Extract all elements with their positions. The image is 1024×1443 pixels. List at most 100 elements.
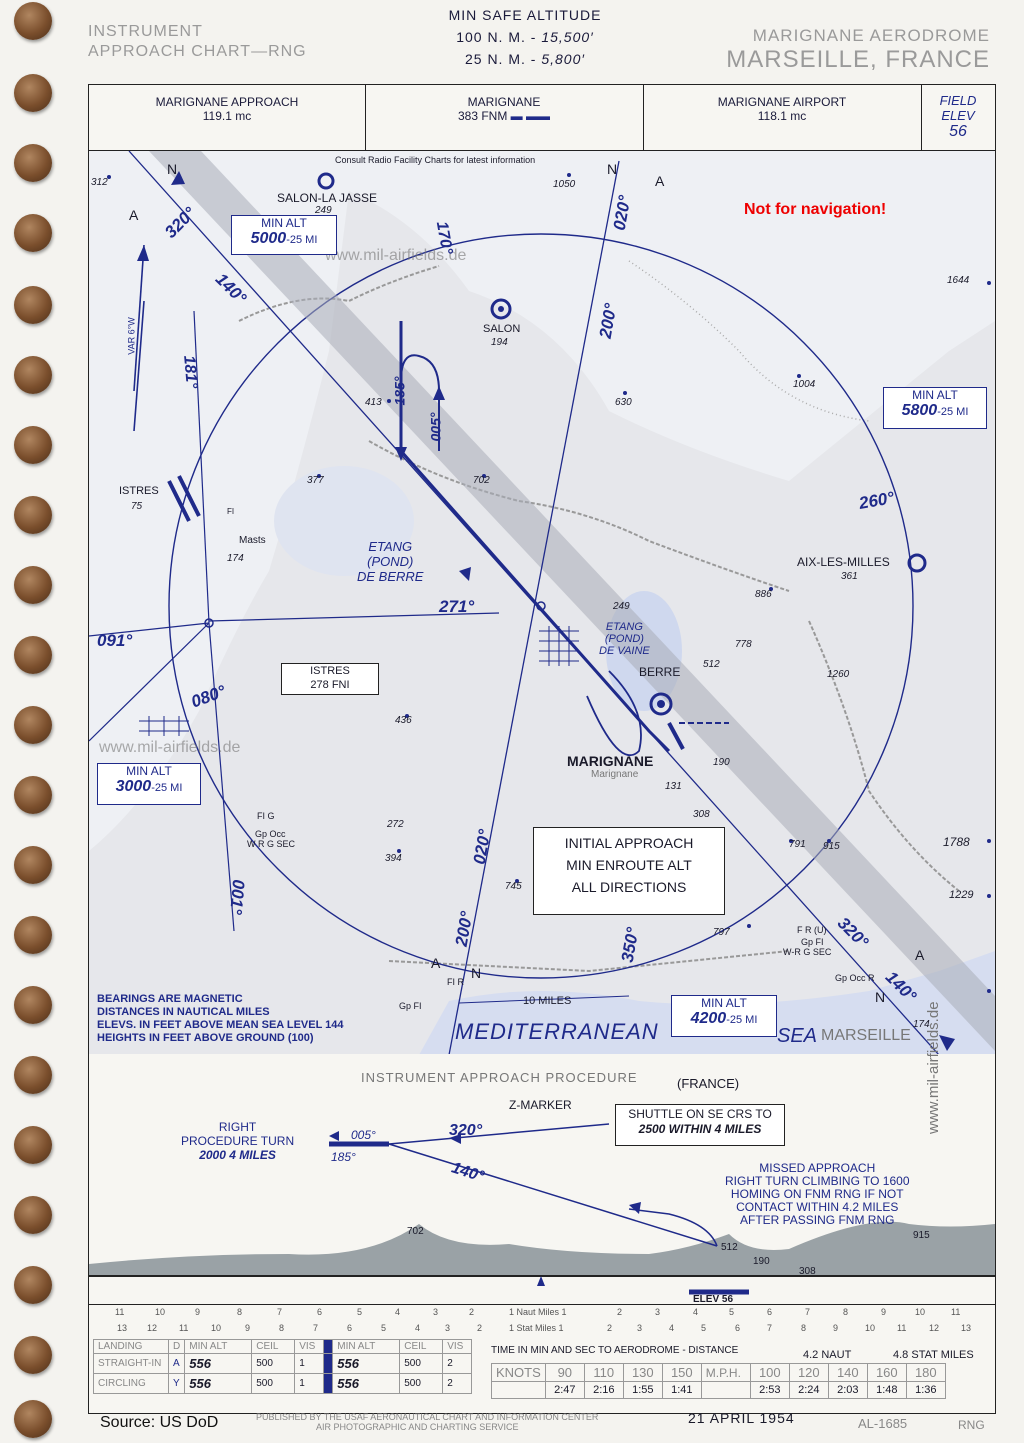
scale-tick: 1 Naut Miles 1 <box>509 1307 567 1317</box>
min-alt-value: 5000 <box>250 230 287 247</box>
min-alt-value: 5800 <box>901 402 938 419</box>
light-label: FI G <box>257 811 275 821</box>
road <box>808 620 960 892</box>
salon-jasse-elev: 249 <box>315 205 332 216</box>
profile-course-320: 320° <box>449 1122 483 1139</box>
minima-header-row: LANDING D MIN ALT CEIL VIS MIN ALT CEIL … <box>93 1339 473 1354</box>
missed-line: HOMING ON FNM RNG IF NOT <box>730 1187 904 1201</box>
z-marker-icon <box>536 601 546 611</box>
field-elev-value: 56 <box>949 123 967 140</box>
leg-a-label: A <box>129 207 139 223</box>
ten-mile-scale <box>458 995 630 1004</box>
chart-number: AL-1685 <box>858 1416 908 1431</box>
istres-radio-box: ISTRES 278 FNI <box>281 663 379 695</box>
watermark: www.mil-airfields.de <box>325 247 467 264</box>
minima-cell: 500 <box>399 1353 444 1374</box>
place-salon-la-jasse: SALON-LA JASSE <box>277 191 378 205</box>
place-aix-les-milles: AIX-LES-MILLES <box>797 555 890 569</box>
chart-type: INSTRUMENT APPROACH CHART—RNG <box>88 22 307 62</box>
binder-ring <box>14 1266 52 1304</box>
istres-runway-icon <box>167 480 191 522</box>
arrow-icon <box>395 447 407 461</box>
minima-cell: 1 <box>294 1353 325 1374</box>
binder-ring <box>14 1056 52 1094</box>
scale-tick: 9 <box>833 1323 839 1333</box>
istres-bearing-080 <box>89 622 210 742</box>
initial-approach-line: MIN ENROUTE ALT <box>566 857 692 873</box>
speed-cell: 160 <box>866 1363 907 1382</box>
msa-100-label: 100 N. M. - <box>456 29 537 45</box>
minima-cell: 2 <box>442 1353 473 1374</box>
etang-berre-line: DE BERRE <box>357 569 424 584</box>
scale-tick: 4 <box>415 1323 421 1333</box>
shuttle-box: SHUTTLE ON SE CRS TO 2500 WITHIN 4 MILES <box>615 1104 785 1146</box>
missed-approach-track <box>586 670 642 757</box>
speed-cell: 130 <box>622 1363 663 1382</box>
sea-water <box>419 951 995 1055</box>
time-cell: 2:53 <box>749 1381 790 1399</box>
profile-canvas <box>89 1123 995 1295</box>
scale-tick: 10 <box>155 1307 166 1317</box>
binder-ring <box>14 636 52 674</box>
time-cell: 1:41 <box>661 1381 702 1399</box>
time-cell: 2:03 <box>827 1381 868 1399</box>
binder-ring <box>14 566 52 604</box>
plan-view-map: Consult Radio Facility Charts for latest… <box>88 150 996 1056</box>
naut-scale: 11 10 9 8 7 6 5 4 3 2 1 Naut Miles 1 2 3… <box>89 1305 995 1321</box>
elevation-label: 308 <box>693 809 710 820</box>
minima-cell: 556 <box>332 1353 401 1374</box>
minima-header: D <box>167 1339 186 1354</box>
missed-line: MISSED APPROACH <box>759 1161 876 1175</box>
profile-elev: 915 <box>913 1230 930 1241</box>
elevation-label: 1260 <box>827 669 850 680</box>
scale-tick: 3 <box>655 1307 661 1317</box>
minima-cell: 2 <box>442 1373 473 1394</box>
elevation-label: 174 <box>227 553 244 564</box>
arrow-icon <box>329 1131 339 1141</box>
z-marker-icon <box>537 1276 545 1286</box>
arrow-icon <box>629 1202 641 1214</box>
chart-type-line2: APPROACH CHART—RNG <box>88 43 307 60</box>
scale-tick: 7 <box>277 1307 283 1317</box>
course-label: 181° <box>180 354 200 390</box>
elevation-label: 377 <box>307 475 324 486</box>
initial-approach-line: ALL DIRECTIONS <box>571 879 687 895</box>
msa-title: MIN SAFE ALTITUDE <box>448 7 602 23</box>
binder-ring <box>14 286 52 324</box>
scale-tick: 8 <box>843 1307 849 1317</box>
minima-cell: 500 <box>251 1373 296 1394</box>
min-alt-title: MIN ALT <box>912 388 958 402</box>
min-safe-altitude: MIN SAFE ALTITUDE 100 N. M. - 15,500′ 25… <box>420 4 630 70</box>
istres-elev: 75 <box>131 501 143 512</box>
aix-elev: 361 <box>841 571 858 582</box>
minima-header: CEIL <box>251 1339 296 1354</box>
min-alt-title: MIN ALT <box>126 764 172 778</box>
scale-tick: 13 <box>961 1323 972 1333</box>
map-canvas <box>89 151 995 1055</box>
elevation-label: 915 <box>823 841 840 852</box>
marignane-range-dot <box>657 700 665 708</box>
minima-header: VIS <box>442 1339 473 1354</box>
elevation-label: 512 <box>703 659 720 670</box>
elevation-label: 190 <box>713 757 730 768</box>
city-name: MARSEILLE, FRANCE <box>726 46 990 73</box>
scale-tick: 5 <box>357 1307 363 1317</box>
elevation-label: 272 <box>387 819 404 830</box>
leg-a-label: A <box>655 173 665 189</box>
approach-name: MARIGNANE APPROACH <box>155 95 299 109</box>
scale-tick: 3 <box>433 1307 439 1317</box>
msa-100-value: 15,500′ <box>541 29 594 45</box>
road <box>238 265 440 322</box>
binder-ring <box>14 1336 52 1374</box>
min-alt-value: 4200 <box>690 1010 727 1027</box>
time-cell: 2:24 <box>788 1381 829 1399</box>
light-label: W-R G SEC <box>783 947 832 957</box>
map-legend: BEARINGS ARE MAGNETIC DISTANCES IN NAUTI… <box>97 993 344 1045</box>
chart-date: 21 APRIL 1954 <box>688 1410 795 1426</box>
place-marignane: MARIGNANE <box>567 753 654 769</box>
shuttle-line: SHUTTLE ON SE CRS TO <box>628 1107 772 1121</box>
leg-n-label: N <box>471 965 482 981</box>
time-row: 2:47 2:16 1:55 1:41 2:53 2:24 2:03 1:48 … <box>491 1381 946 1399</box>
marignane-range-icon <box>649 692 673 716</box>
binder-ring <box>14 496 52 534</box>
